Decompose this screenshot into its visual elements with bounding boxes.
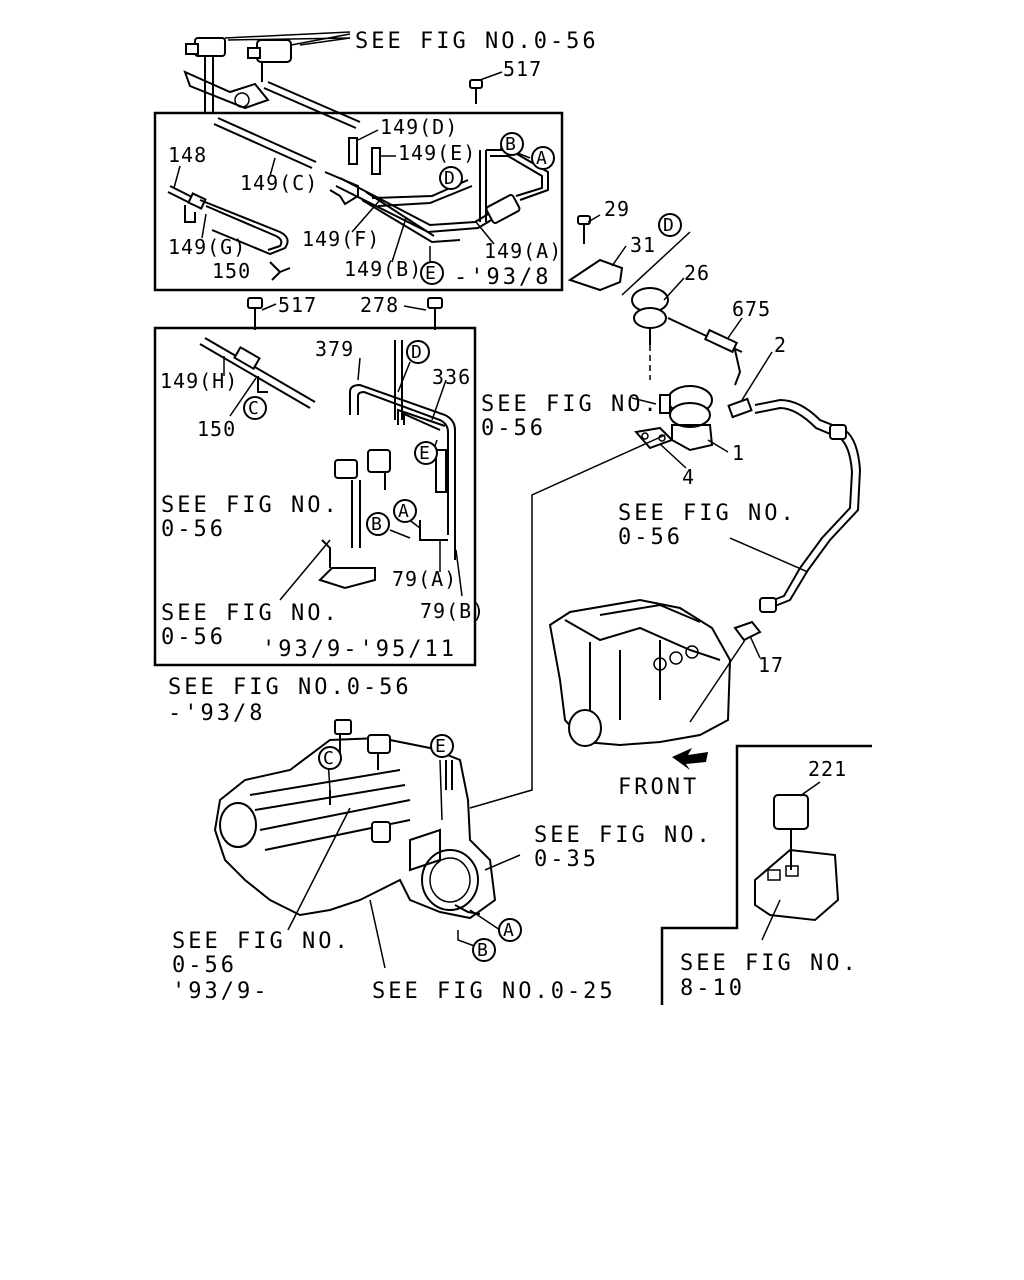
ref-bottom-0-25: SEE FIG NO.0-25 bbox=[372, 979, 616, 1004]
top-hose-box bbox=[153, 111, 564, 292]
ref-lower-0-56-1: SEE FIG NO.0-56 bbox=[168, 675, 412, 700]
marker-c-low: C bbox=[323, 748, 334, 769]
part-675: 675 bbox=[732, 297, 771, 321]
part-31: 31 bbox=[630, 233, 656, 257]
part-number-labels: 517 149(D) 149(E) 148 149(C) 149(G) 149(… bbox=[160, 57, 847, 781]
part-278: 278 bbox=[360, 293, 399, 317]
marker-b-mid: B bbox=[371, 514, 382, 535]
ref-relay-2: 8-10 bbox=[680, 976, 745, 1001]
front-label: FRONT bbox=[618, 775, 699, 800]
egr-valve-assembly bbox=[469, 215, 862, 809]
marker-b-low: B bbox=[477, 940, 488, 961]
part-2: 2 bbox=[774, 333, 787, 357]
ref-bottom-left-2: 0-56 bbox=[172, 953, 237, 978]
part-336: 336 bbox=[432, 365, 471, 389]
relay-assembly bbox=[754, 794, 840, 922]
ref-throttle-1: SEE FIG NO. bbox=[534, 823, 713, 848]
part-1: 1 bbox=[732, 441, 745, 465]
reference-labels: SEE FIG NO.0-56 SEE FIG NO. 0-56 SEE FIG… bbox=[161, 29, 859, 1004]
hose-assembly-middle bbox=[199, 297, 457, 590]
part-379: 379 bbox=[315, 337, 354, 361]
ref-engine-2: 0-56 bbox=[618, 525, 683, 550]
part-149b: 149(B) bbox=[344, 257, 422, 281]
leader-lines bbox=[173, 37, 821, 969]
part-79a: 79(A) bbox=[392, 567, 457, 591]
middle-hose-box bbox=[153, 326, 477, 667]
ref-inner-bottom-2: 0-56 bbox=[161, 625, 226, 650]
part-149h: 149(H) bbox=[160, 369, 238, 393]
part-26: 26 bbox=[684, 261, 710, 285]
marker-a-top: A bbox=[536, 148, 547, 169]
ref-inner-bottom-1: SEE FIG NO. bbox=[161, 601, 340, 626]
part-517-mid: 517 bbox=[278, 293, 317, 317]
ref-engine-1: SEE FIG NO. bbox=[618, 501, 797, 526]
intake-manifold bbox=[213, 719, 497, 920]
ref-lower-0-56-2: -'93/8 bbox=[168, 701, 265, 726]
part-79b: 79(B) bbox=[420, 599, 485, 623]
part-149e: 149(E) bbox=[398, 141, 476, 165]
marker-d-right: D bbox=[663, 215, 674, 236]
ref-top-0-56: SEE FIG NO.0-56 bbox=[355, 29, 599, 54]
marker-c-mid: C bbox=[248, 398, 259, 419]
part-517-top: 517 bbox=[503, 57, 542, 81]
ref-relay-1: SEE FIG NO. bbox=[680, 951, 859, 976]
vsv-top bbox=[183, 31, 361, 129]
marker-e-top: E bbox=[425, 263, 436, 284]
relay-box-frame bbox=[660, 744, 872, 1005]
marker-e-mid: E bbox=[419, 443, 430, 464]
part-149d: 149(D) bbox=[380, 115, 458, 139]
ref-throttle-2: 0-35 bbox=[534, 847, 599, 872]
hose-assembly-top bbox=[167, 79, 549, 281]
date-range-mid-box: '93/9-'95/11 bbox=[262, 637, 457, 662]
ref-inner-left-1: SEE FIG NO. bbox=[161, 493, 340, 518]
marker-a-low: A bbox=[503, 920, 514, 941]
ref-inner-left-2: 0-56 bbox=[161, 517, 226, 542]
part-149a: 149(A) bbox=[484, 239, 562, 263]
part-149f: 149(F) bbox=[302, 227, 380, 251]
marker-d-mid: D bbox=[411, 342, 422, 363]
part-148: 148 bbox=[168, 143, 207, 167]
part-149c: 149(C) bbox=[240, 171, 318, 195]
marker-e-low: E bbox=[435, 736, 446, 757]
ref-bottom-left-1: SEE FIG NO. bbox=[172, 929, 351, 954]
ref-bottom-left-3: '93/9- bbox=[172, 979, 269, 1004]
part-149g: 149(G) bbox=[168, 235, 246, 259]
marker-a-mid: A bbox=[398, 501, 409, 522]
engine-sketch bbox=[548, 598, 732, 747]
part-17: 17 bbox=[758, 653, 784, 677]
marker-d-top: D bbox=[444, 168, 455, 189]
date-range-top-box: -'93/8 bbox=[454, 265, 551, 290]
circle-markers: B A D E C D E A B D E C A B bbox=[243, 132, 682, 962]
part-221: 221 bbox=[808, 757, 847, 781]
part-29: 29 bbox=[604, 197, 630, 221]
part-150-top: 150 bbox=[212, 259, 251, 283]
part-150-mid: 150 bbox=[197, 417, 236, 441]
part-4: 4 bbox=[682, 465, 695, 489]
ref-mid-right-2: 0-56 bbox=[481, 416, 546, 441]
front-arrow-icon bbox=[672, 748, 708, 770]
marker-b-top: B bbox=[505, 134, 516, 155]
leader-e-to-egr bbox=[469, 434, 666, 809]
ref-mid-right-1: SEE FIG NO. bbox=[481, 392, 660, 417]
